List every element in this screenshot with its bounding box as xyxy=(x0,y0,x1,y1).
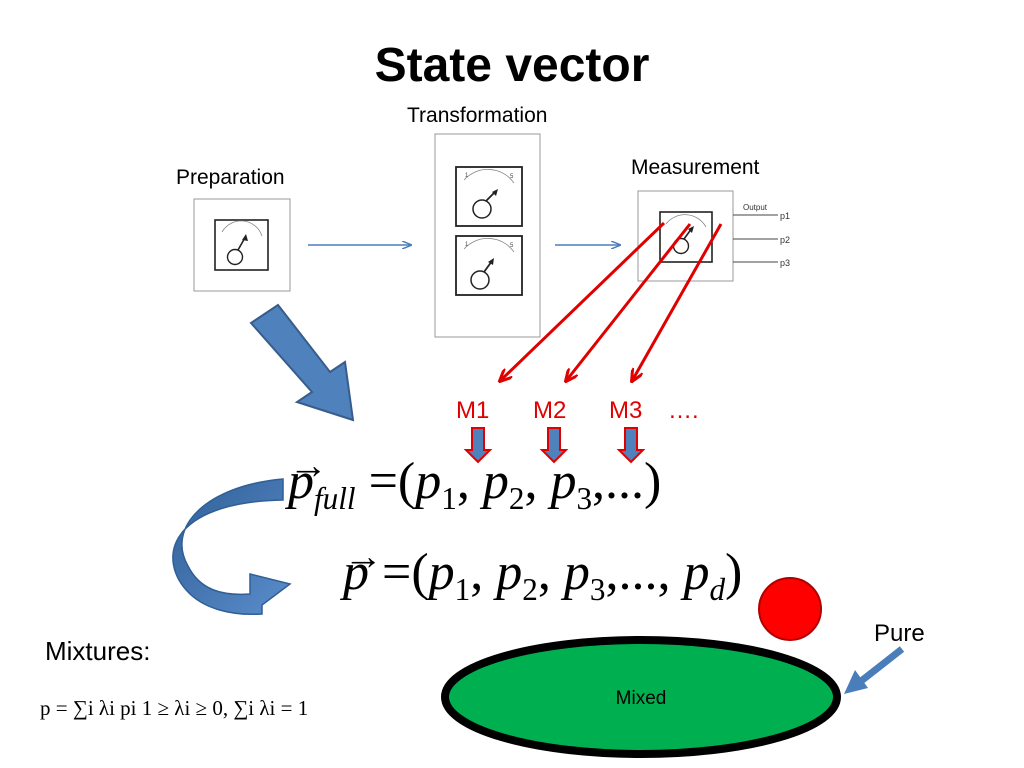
svg-text:1: 1 xyxy=(465,173,469,179)
preparation-label: Preparation xyxy=(176,166,285,189)
term-p3: p3 xyxy=(550,453,593,516)
pure-label: Pure xyxy=(874,620,925,647)
measurement-more: …. xyxy=(668,397,699,424)
red-arrow-m1 xyxy=(500,221,666,381)
measurement-label: Measurement xyxy=(631,156,760,179)
term-p2-b: p2 xyxy=(496,544,538,607)
term-p2: p2 xyxy=(482,453,525,516)
ellipsis: ,... xyxy=(592,453,645,510)
down-arrow-m1 xyxy=(463,427,493,464)
mixed-state-ellipse xyxy=(441,636,841,758)
transformation-device: 1 5 1 5 xyxy=(434,133,541,338)
pure-state-dot xyxy=(758,577,822,641)
mixed-label: Mixed xyxy=(616,688,667,709)
full-subscript: full xyxy=(314,480,356,516)
equals-sign-2: = xyxy=(382,544,412,601)
equation-p-reduced: →p =(p1, p2, p3,..., pd) xyxy=(343,535,743,607)
output-p3: p3 xyxy=(780,258,790,268)
curved-arrow xyxy=(172,478,292,616)
open-paren-2: ( xyxy=(411,544,429,601)
output-label: Output xyxy=(743,203,768,212)
svg-text:1: 1 xyxy=(465,242,469,248)
slide-title: State vector xyxy=(374,39,650,92)
close-paren: ) xyxy=(644,453,662,510)
mixtures-formula: p = ∑i λi pi 1 ≥ λi ≥ 0, ∑i λi = 1 xyxy=(40,696,309,720)
output-p1: p1 xyxy=(780,211,790,221)
vector-p-full-symbol: →p xyxy=(288,444,328,510)
red-arrow-m3 xyxy=(632,223,723,381)
measurement-m2: M2 xyxy=(533,397,567,424)
transformation-label: Transformation xyxy=(407,104,548,127)
svg-text:5: 5 xyxy=(510,174,514,180)
measurement-m1: M1 xyxy=(456,397,490,424)
down-arrow-m2 xyxy=(539,427,569,464)
output-p2: p2 xyxy=(780,235,790,245)
equation-p-full: →pfull =(p1, p2, p3,...) xyxy=(288,444,662,516)
equals-sign: = xyxy=(368,453,398,510)
measurement-m3: M3 xyxy=(609,397,643,424)
ellipsis-2: ,..., xyxy=(605,544,671,601)
term-p3-b: p3 xyxy=(563,544,606,607)
open-paren: ( xyxy=(397,453,416,510)
mixtures-heading: Mixtures: xyxy=(45,636,151,666)
block-arrow-down xyxy=(249,303,355,422)
down-arrow-m3 xyxy=(616,427,646,464)
preparation-device xyxy=(193,198,291,292)
close-paren-2: ) xyxy=(725,544,743,601)
term-p1-b: p1 xyxy=(428,544,471,607)
vector-p-symbol: →p xyxy=(343,535,383,601)
pure-pointer-head xyxy=(844,670,868,694)
term-p1: p1 xyxy=(415,453,457,516)
red-arrow-m2 xyxy=(566,223,692,381)
pure-pointer-arrow xyxy=(853,646,905,688)
term-pd: pd xyxy=(683,544,726,607)
svg-text:5: 5 xyxy=(510,243,514,249)
